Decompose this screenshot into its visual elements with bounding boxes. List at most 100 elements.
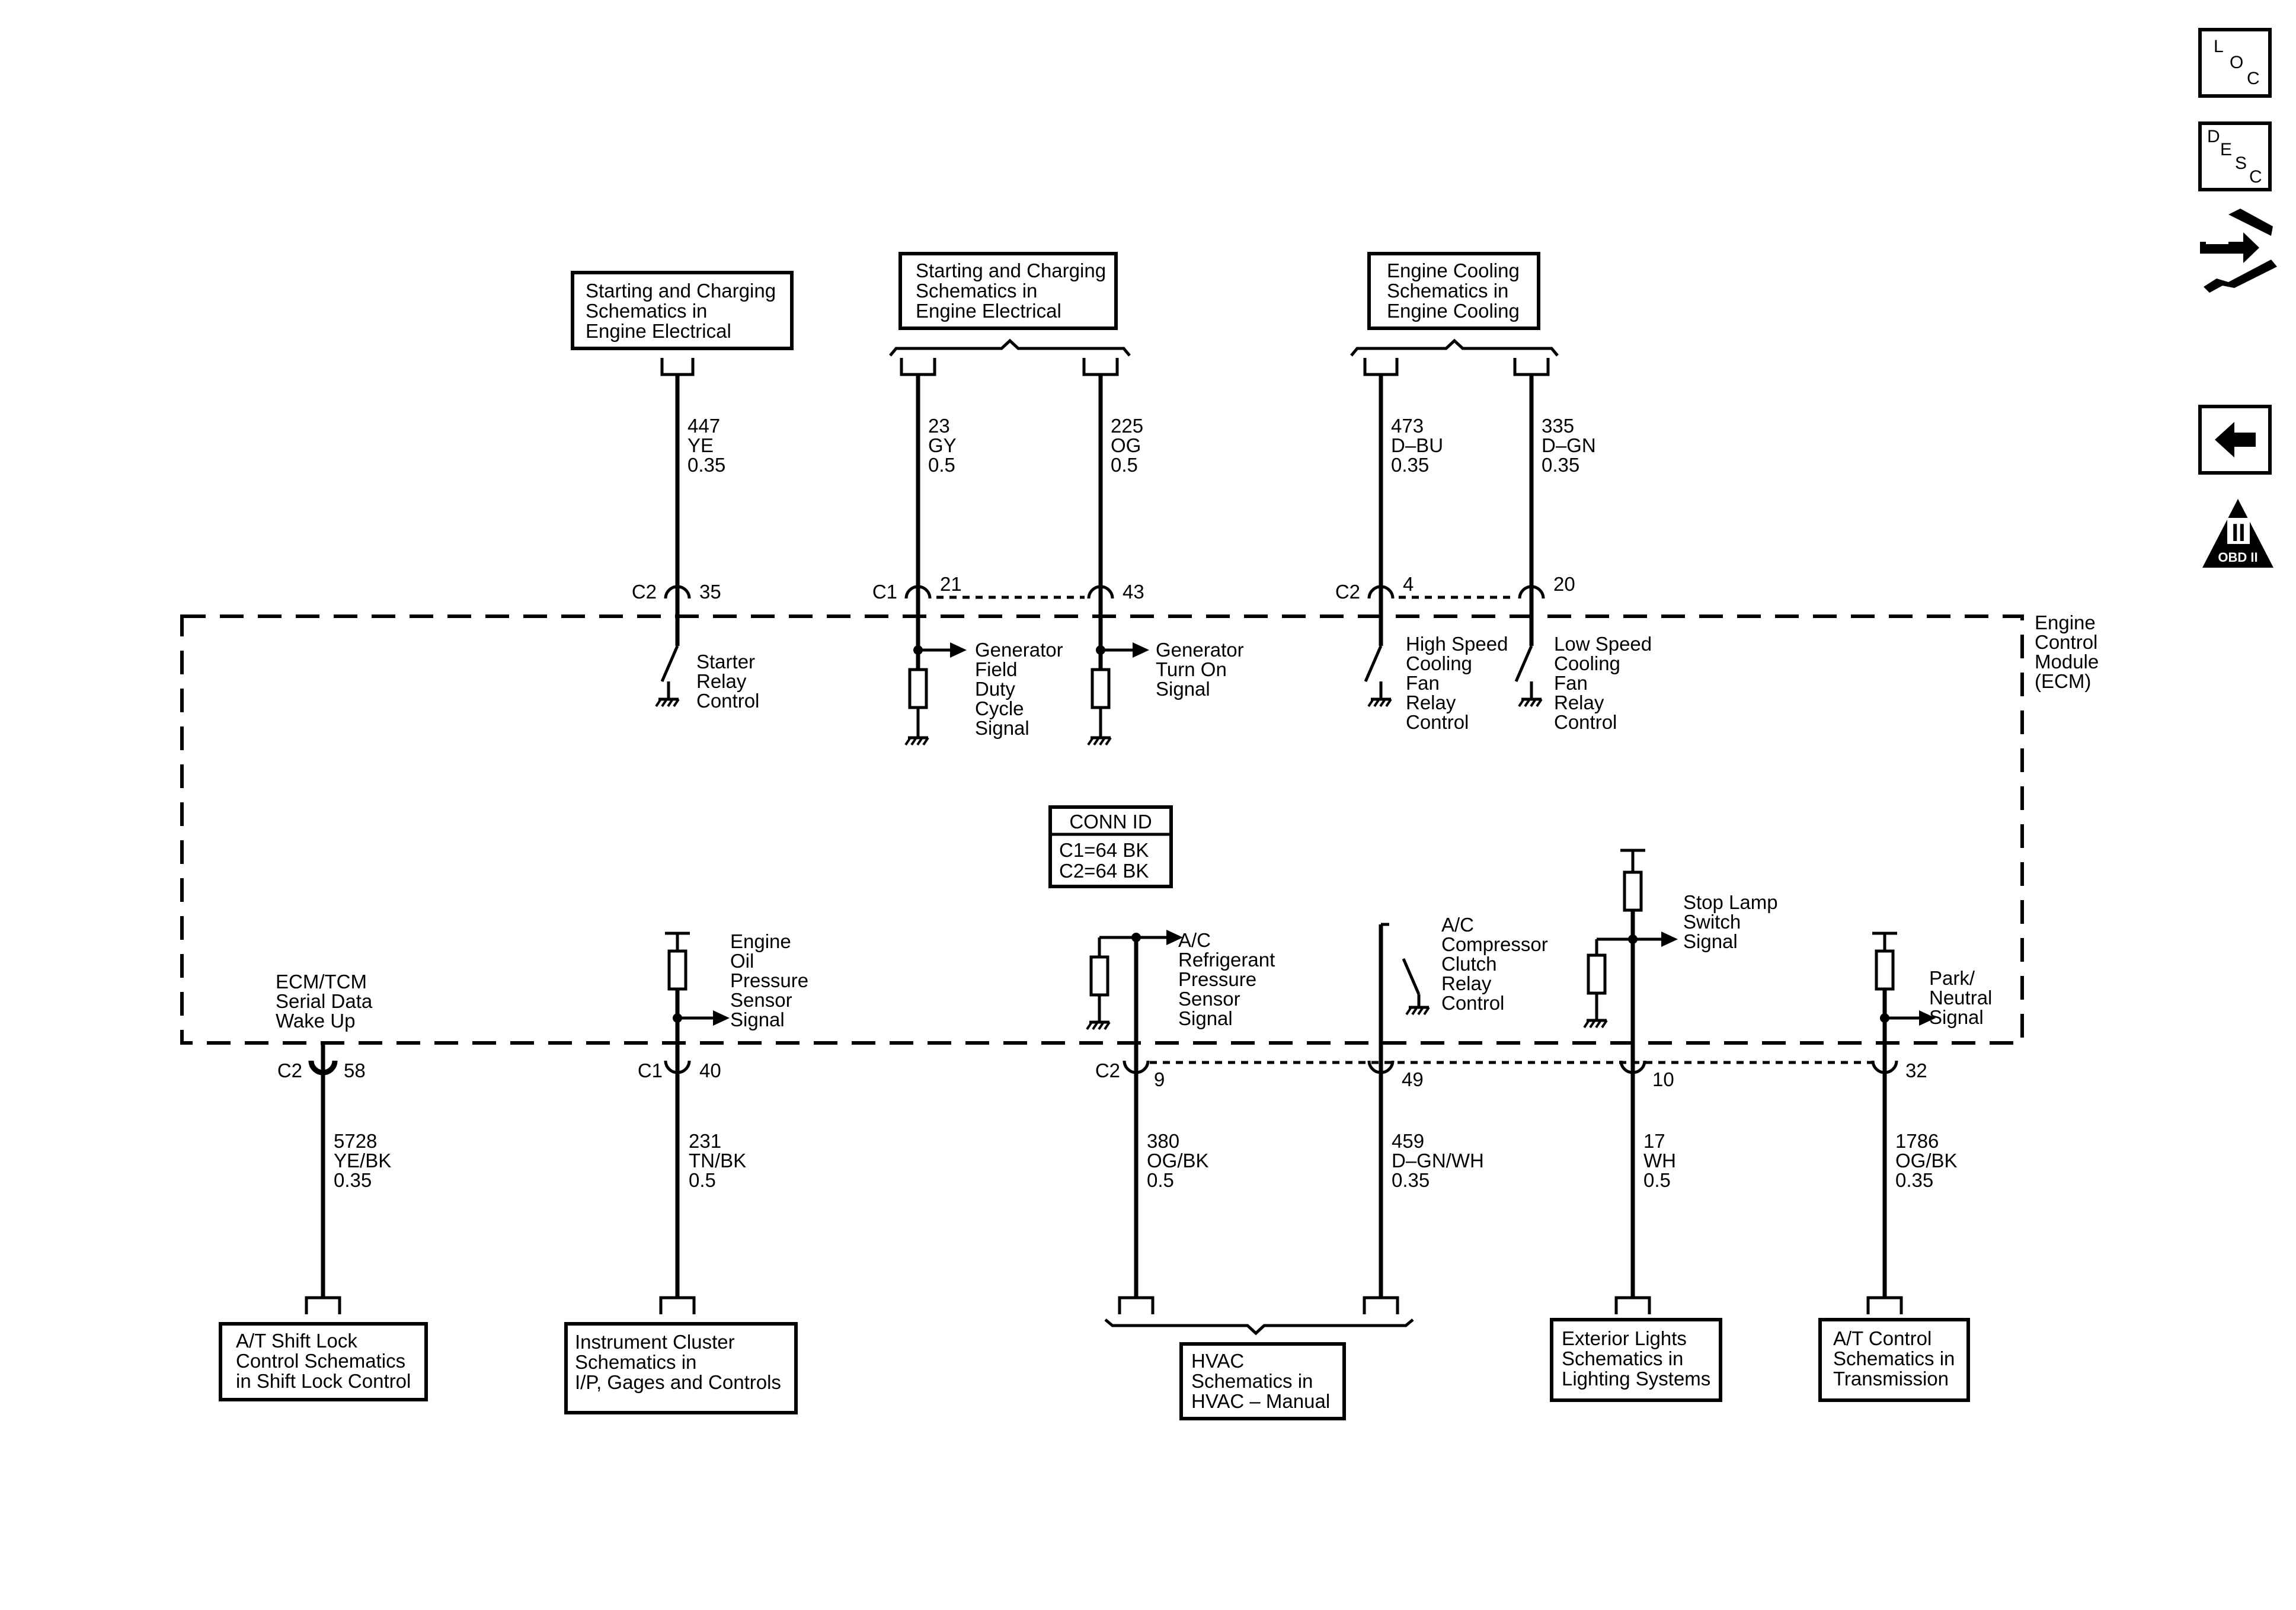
low-speed-fan-relay-switch: [1514, 616, 1542, 706]
bottom-circuit-label: 1786 OG/BK 0.35: [1895, 1130, 1958, 1191]
svg-text:E: E: [2220, 140, 2232, 159]
top-wires: [660, 358, 1550, 590]
desc-icon[interactable]: D E S C: [2198, 121, 2272, 191]
svg-text:Pressure: Pressure: [1178, 968, 1256, 990]
svg-text:17: 17: [1643, 1130, 1665, 1152]
svg-text:Exterior Lights: Exterior Lights: [1562, 1327, 1687, 1349]
bottom-ref-box[interactable]: A/T Control Schematics in Transmission: [1818, 1318, 1970, 1402]
svg-text:Engine Electrical: Engine Electrical: [586, 320, 731, 342]
back-arrow-icon[interactable]: [2198, 405, 2272, 475]
svg-text:Relay: Relay: [1554, 692, 1604, 713]
svg-text:Signal: Signal: [730, 1009, 785, 1030]
svg-text:Starter: Starter: [696, 651, 755, 673]
svg-text:231: 231: [689, 1130, 721, 1152]
bottom-ref-box[interactable]: Exterior Lights Schematics in Lighting S…: [1550, 1318, 1722, 1402]
top-ref-box[interactable]: Engine Cooling Schematics in Engine Cool…: [1367, 252, 1540, 330]
top-circuit-label: 447 YE 0.35: [687, 415, 725, 476]
top-ref-box[interactable]: Starting and Charging Schematics in Engi…: [898, 252, 1118, 330]
svg-text:A/C: A/C: [1441, 914, 1474, 936]
svg-text:0.5: 0.5: [928, 454, 955, 476]
svg-text:Starting and Charging: Starting and Charging: [916, 260, 1106, 281]
svg-text:0.35: 0.35: [1392, 1169, 1430, 1191]
loc-icon[interactable]: L O C: [2198, 28, 2272, 98]
function-label: Low Speed Cooling Fan Relay Control: [1554, 633, 1652, 733]
svg-text:335: 335: [1542, 415, 1574, 437]
function-label: Stop Lamp Switch Signal: [1683, 891, 1778, 952]
top-ref-box[interactable]: Starting and Charging Schematics in Engi…: [571, 271, 794, 350]
svg-text:Schematics in: Schematics in: [575, 1351, 696, 1373]
svg-text:Cycle: Cycle: [975, 697, 1024, 719]
svg-text:OG: OG: [1111, 434, 1141, 456]
svg-text:C2: C2: [632, 581, 657, 603]
svg-text:5728: 5728: [334, 1130, 377, 1152]
svg-text:Engine Cooling: Engine Cooling: [1387, 300, 1520, 322]
bottom-ref-box[interactable]: A/T Shift Lock Control Schematics in Shi…: [219, 1322, 428, 1401]
top-circuit-label: 473 D–BU 0.35: [1391, 415, 1443, 476]
svg-text:380: 380: [1147, 1130, 1179, 1152]
svg-text:High Speed: High Speed: [1406, 633, 1508, 655]
svg-text:S: S: [2235, 153, 2247, 173]
top-brace: [1350, 338, 1559, 357]
bottom-circuit-label: 5728 YE/BK 0.35: [334, 1130, 391, 1191]
function-label: Starter Relay Control: [696, 651, 759, 712]
svg-text:40: 40: [699, 1060, 721, 1081]
svg-text:Sensor: Sensor: [730, 989, 792, 1011]
bottom-circuit-label: 380 OG/BK 0.5: [1147, 1130, 1209, 1191]
svg-text:A/T Shift Lock: A/T Shift Lock: [236, 1330, 357, 1352]
svg-text:HVAC – Manual: HVAC – Manual: [1191, 1390, 1330, 1412]
svg-text:Schematics in: Schematics in: [586, 300, 707, 322]
obd-ii-icon[interactable]: II OBD II: [2202, 499, 2273, 568]
svg-text:Signal: Signal: [975, 717, 1029, 739]
svg-text:C2: C2: [277, 1060, 302, 1081]
svg-text:49: 49: [1402, 1068, 1424, 1090]
svg-text:Signal: Signal: [1683, 930, 1738, 952]
svg-text:Engine Electrical: Engine Electrical: [916, 300, 1061, 322]
bottom-ref-box[interactable]: HVAC Schematics in HVAC – Manual: [1179, 1342, 1346, 1420]
svg-text:OG/BK: OG/BK: [1147, 1150, 1209, 1172]
svg-text:21: 21: [940, 573, 962, 595]
ac-clutch-relay-switch: [1379, 923, 1429, 1052]
svg-text:Turn On: Turn On: [1156, 658, 1227, 680]
svg-text:58: 58: [344, 1060, 366, 1081]
svg-text:Park/: Park/: [1929, 967, 1975, 989]
svg-text:A/C: A/C: [1178, 929, 1211, 951]
svg-text:0.5: 0.5: [1147, 1169, 1174, 1191]
bottom-circuit-label: 17 WH 0.5: [1643, 1130, 1676, 1191]
svg-text:459: 459: [1392, 1130, 1424, 1152]
generator-field-signal-circuit: [906, 616, 967, 745]
svg-text:II: II: [2231, 518, 2245, 546]
svg-text:Wake Up: Wake Up: [276, 1010, 355, 1032]
svg-text:ECM/TCM: ECM/TCM: [276, 971, 367, 993]
svg-text:473: 473: [1391, 415, 1424, 437]
function-label: Engine Oil Pressure Sensor Signal: [730, 930, 808, 1030]
svg-text:0.35: 0.35: [1391, 454, 1429, 476]
svg-text:YE/BK: YE/BK: [334, 1150, 391, 1172]
function-label: Generator Turn On Signal: [1156, 639, 1244, 700]
svg-text:Engine: Engine: [730, 930, 791, 952]
svg-text:Fan: Fan: [1406, 672, 1440, 694]
svg-text:Control Schematics: Control Schematics: [236, 1350, 405, 1372]
svg-text:Lighting Systems: Lighting Systems: [1562, 1368, 1710, 1390]
wrench-arrows-icon[interactable]: [2200, 209, 2277, 293]
svg-text:Cooling: Cooling: [1406, 652, 1472, 674]
svg-text:TN/BK: TN/BK: [689, 1150, 746, 1172]
svg-text:GY: GY: [928, 434, 957, 456]
svg-text:Refrigerant: Refrigerant: [1178, 949, 1275, 971]
svg-text:Generator: Generator: [975, 639, 1063, 661]
starter-relay-switch: [656, 616, 679, 706]
conn-id-line: C2=64 BK: [1059, 860, 1149, 882]
svg-text:A/T Control: A/T Control: [1833, 1327, 1932, 1349]
svg-text:Pressure: Pressure: [730, 969, 808, 991]
svg-text:43: 43: [1123, 581, 1144, 603]
svg-text:Control: Control: [2035, 631, 2097, 653]
svg-text:C1: C1: [638, 1060, 663, 1081]
conn-id-line: C1=64 BK: [1059, 839, 1149, 861]
svg-text:Generator: Generator: [1156, 639, 1244, 661]
function-label: High Speed Cooling Fan Relay Control: [1406, 633, 1508, 733]
svg-text:I/P, Gages and Controls: I/P, Gages and Controls: [575, 1371, 781, 1393]
svg-text:WH: WH: [1643, 1150, 1676, 1172]
svg-text:Duty: Duty: [975, 678, 1015, 700]
bottom-ref-box[interactable]: Instrument Cluster Schematics in I/P, Ga…: [564, 1322, 798, 1414]
svg-text:Switch: Switch: [1683, 911, 1741, 933]
high-speed-fan-relay-switch: [1364, 616, 1391, 706]
